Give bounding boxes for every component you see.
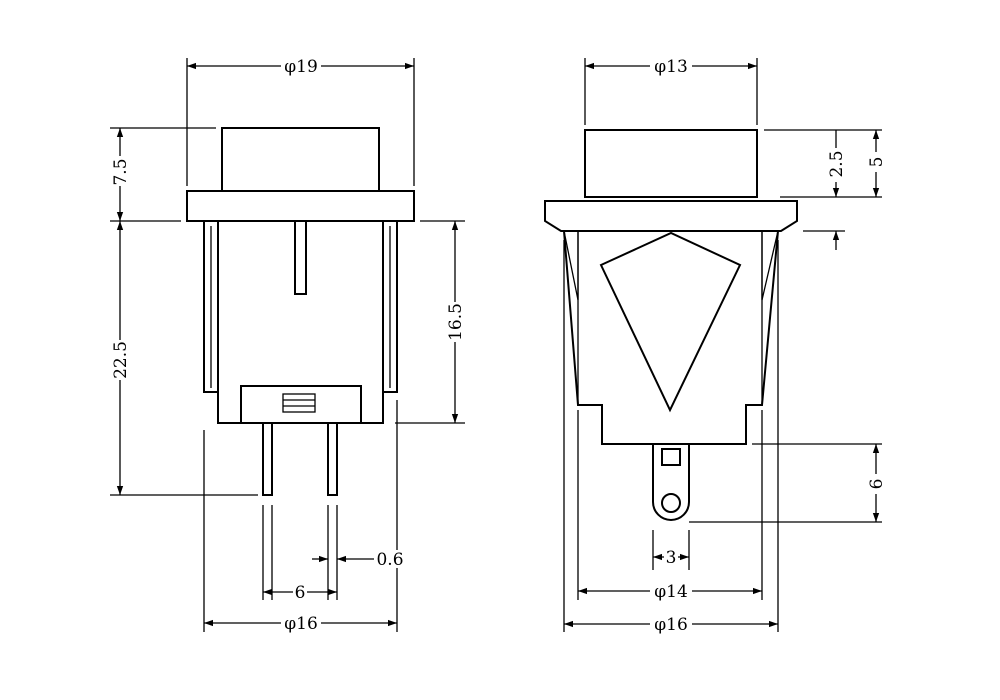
right-flange	[544, 200, 798, 232]
right-dim-body-diameter: φ14	[654, 582, 688, 602]
left-flange	[186, 190, 415, 222]
right-dim-cap-small: 2.5	[827, 150, 847, 177]
left-clip-left	[203, 220, 218, 393]
right-dim-terminal-height: 6	[867, 479, 887, 490]
right-dim-top-diameter: φ13	[654, 57, 688, 77]
left-pin-1	[262, 422, 273, 496]
left-dim-cap-height: 7.5	[111, 158, 131, 185]
right-dim-terminal-width: 3	[666, 548, 677, 568]
right-terminal-hole	[661, 493, 681, 513]
right-body	[563, 230, 779, 445]
left-bottom-block	[240, 385, 362, 424]
left-body	[217, 221, 384, 424]
right-cap	[584, 129, 758, 198]
left-dim-body-right: 16.5	[446, 303, 466, 341]
right-kite-indicator	[599, 231, 742, 413]
right-dim-cap-large: 5	[867, 157, 887, 168]
left-clip-right	[383, 220, 398, 393]
left-cap	[221, 127, 380, 192]
right-dim-bottom-diameter: φ16	[654, 615, 688, 635]
left-dim-body-height: 22.5	[111, 341, 131, 379]
left-view: φ19 7.5 22.5 16.5 0.6 6 φ16	[110, 57, 466, 634]
left-dim-pin-width: 0.6	[376, 550, 403, 570]
left-label-mark	[282, 393, 316, 413]
left-dim-pin-spacing: 6	[295, 583, 306, 603]
left-pin-2	[327, 422, 338, 496]
right-view: φ13 2.5 5 6 3 φ14 φ16	[544, 57, 887, 635]
right-terminal	[652, 444, 690, 521]
right-terminal-slot	[661, 448, 681, 466]
left-dim-top-diameter: φ19	[284, 57, 318, 77]
left-center-slot	[294, 220, 307, 295]
left-dim-bottom-diameter: φ16	[284, 614, 318, 634]
